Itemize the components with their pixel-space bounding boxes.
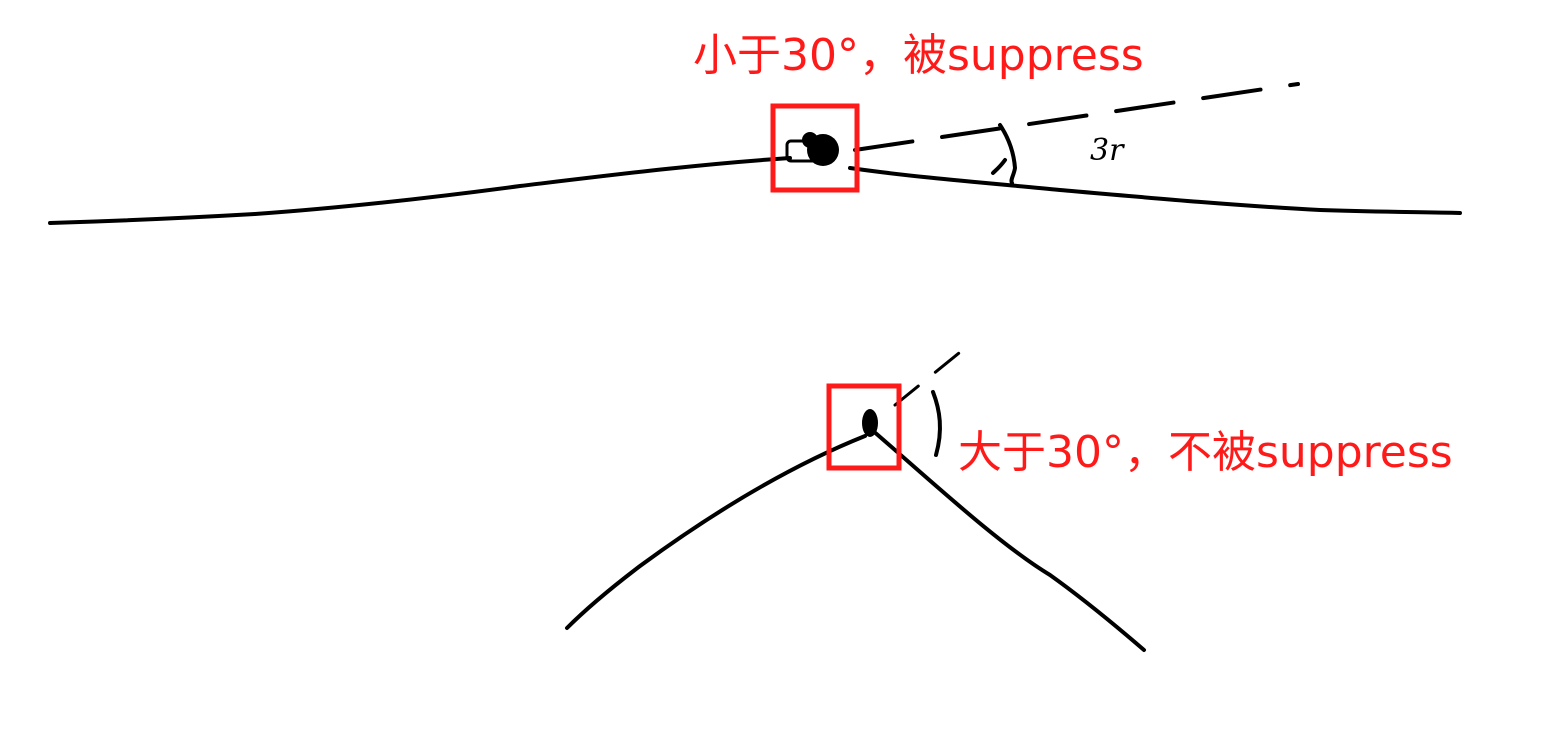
top-annotation-label: 小于30°，被suppress <box>693 30 1144 81</box>
top-curve-left <box>48 156 792 225</box>
top-angle-arc-tick <box>991 158 1007 175</box>
bottom-highlight-box <box>826 383 902 471</box>
top-angle-scribble: 3r <box>1090 133 1125 168</box>
bottom-angle-arc <box>931 390 942 457</box>
bottom-keypoint-blob <box>862 409 878 437</box>
bottom-annotation-label: 大于30°，不被suppress <box>958 427 1453 478</box>
bottom-curve-left <box>565 434 867 630</box>
top-highlight-box <box>770 103 860 193</box>
top-curve-right <box>848 166 1462 215</box>
top-keypoint-blob-2 <box>802 132 818 148</box>
bottom-sketch <box>565 338 1146 652</box>
bottom-curve-right <box>870 428 1146 652</box>
top-sketch: 3r <box>48 82 1462 225</box>
top-dashed-extension <box>853 82 1300 152</box>
top-angle-arc <box>998 123 1017 185</box>
bottom-dashed-extension <box>893 338 977 407</box>
